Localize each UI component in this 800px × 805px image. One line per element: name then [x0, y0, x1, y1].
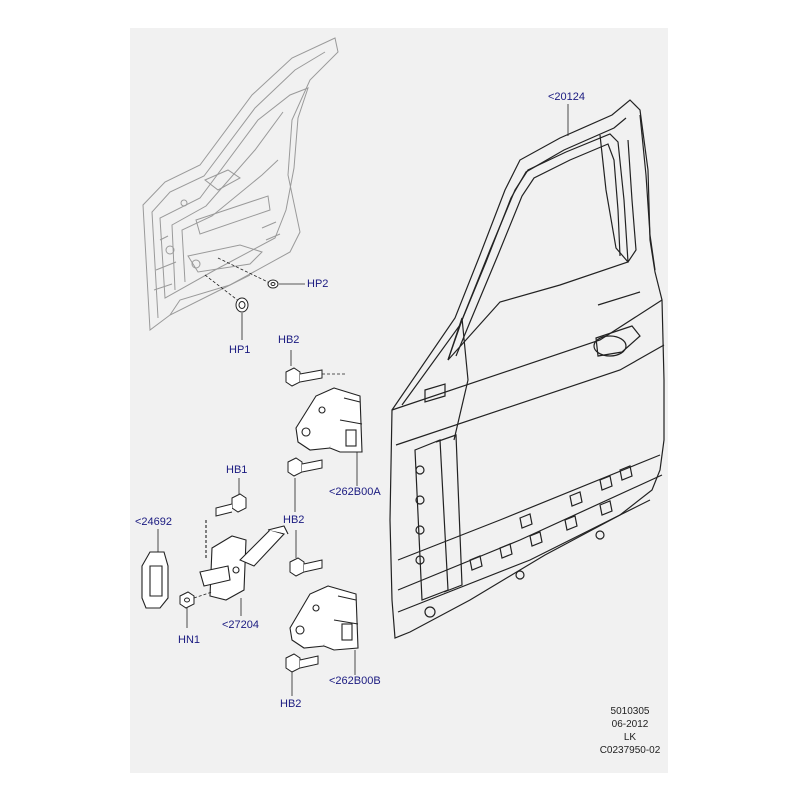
reference-code: LK — [623, 732, 637, 743]
hp2-plug-part — [267, 279, 279, 289]
callout-hn1: HN1 — [178, 634, 201, 646]
hp1-plug-part — [235, 297, 249, 313]
reference-number: 5010305 — [610, 706, 650, 717]
reference-date: 06-2012 — [611, 719, 649, 730]
hb1-bolt-part — [215, 493, 247, 517]
reference-drawing: C0237950-02 — [599, 745, 661, 756]
door-assembly-illustration — [389, 99, 665, 639]
check-cover-part — [141, 551, 169, 609]
callout-hp1: HP1 — [229, 344, 251, 356]
callout-hp2: HP2 — [307, 278, 329, 290]
ghost-leader-lines — [204, 257, 271, 303]
hb2-bolt-bottom-part — [285, 653, 319, 673]
callout-hinge-lower: <262B00B — [329, 675, 381, 687]
lower-hinge-part — [289, 585, 359, 651]
callout-hinge-upper: <262B00A — [329, 486, 381, 498]
callout-hb2-mid: HB2 — [283, 514, 305, 526]
callout-hb1: HB1 — [226, 464, 248, 476]
check-strap-part — [199, 520, 289, 601]
hb2-bolt-lower-part — [289, 557, 323, 577]
hn1-nut-part — [179, 591, 195, 609]
ghost-door-shell — [142, 37, 339, 331]
callout-hb2-bottom: HB2 — [280, 698, 302, 710]
hb2-bolt-mid-part — [287, 457, 323, 477]
hb2-bolt-top-part — [285, 367, 323, 387]
callout-hb2-top: HB2 — [278, 334, 300, 346]
drawing-reference-block: 5010305 06-2012 LK C0237950-02 — [598, 705, 662, 757]
callout-check-strap: <27204 — [222, 619, 260, 631]
callout-check-cover: <24692 — [135, 516, 173, 528]
upper-hinge-part — [295, 387, 363, 453]
callout-door-assembly: <20124 — [548, 91, 586, 103]
hn1-dash — [193, 591, 213, 599]
